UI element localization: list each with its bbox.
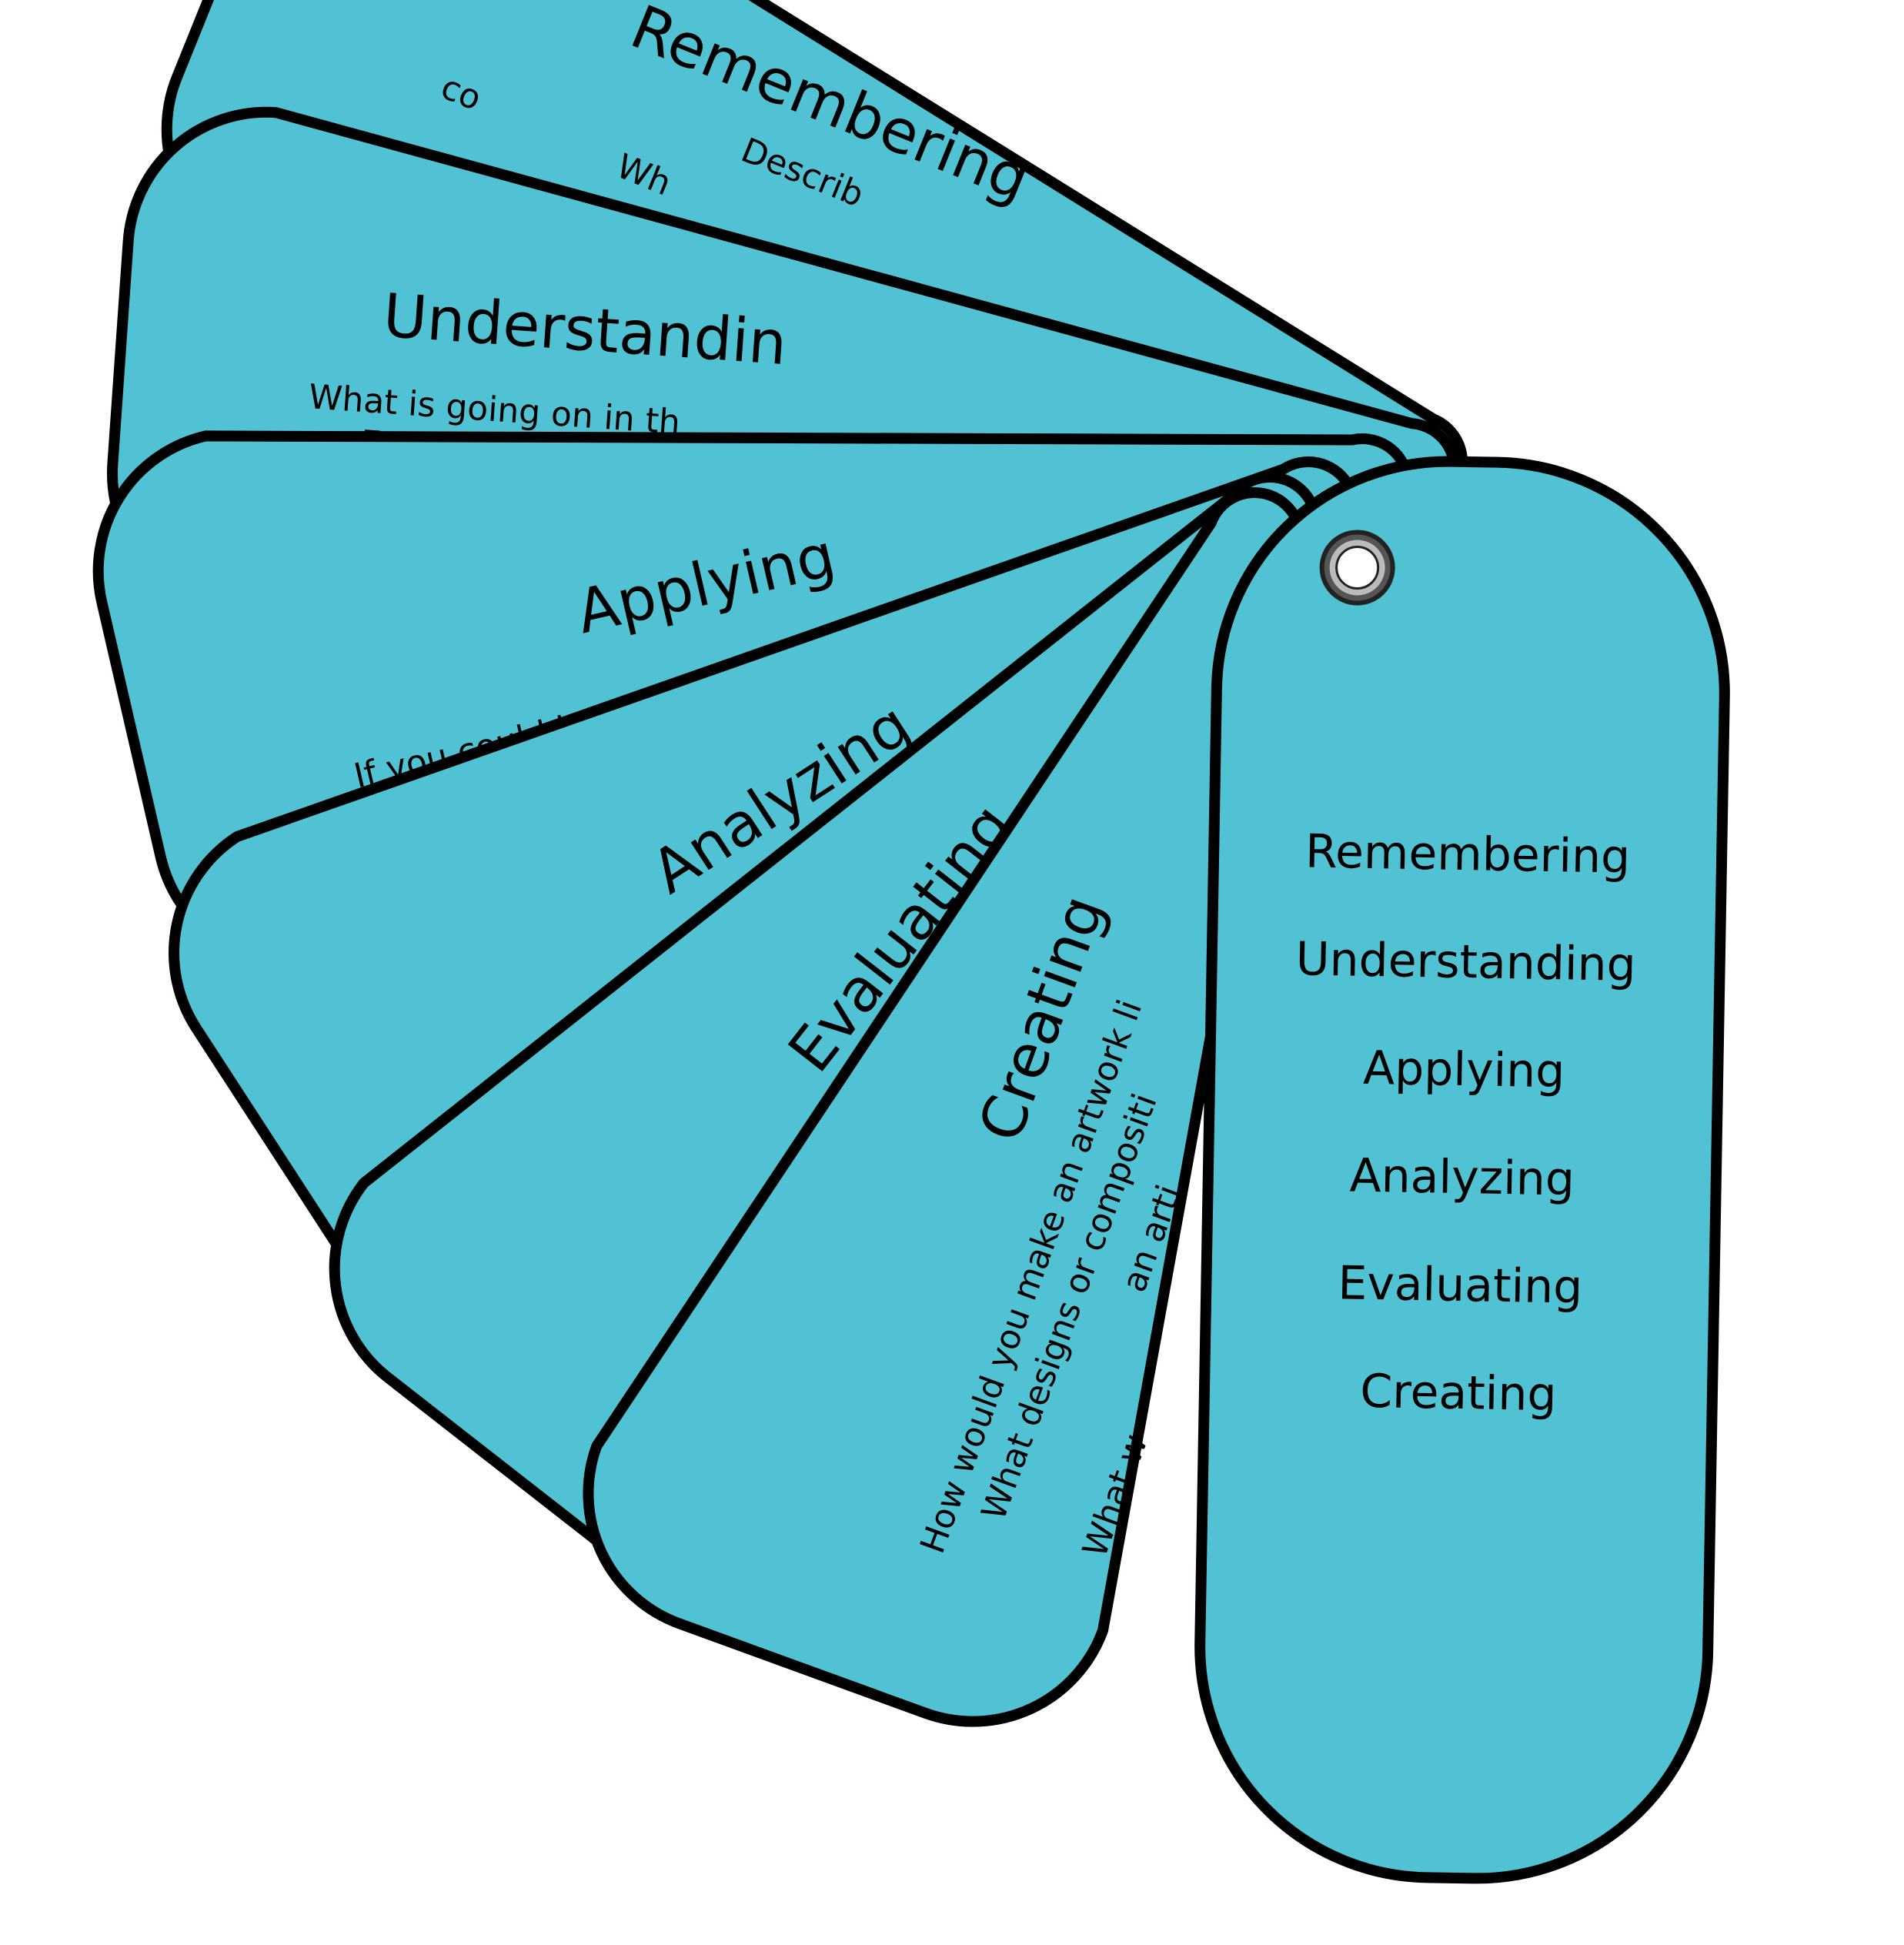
- cover-item-applying: Applying: [1363, 1041, 1565, 1099]
- cover-item-evaluating: Evaluating: [1338, 1256, 1583, 1315]
- cover-item-understanding: Understanding: [1295, 932, 1636, 992]
- grommet-ring-icon: [1319, 530, 1395, 606]
- card-shape: [583, 487, 1306, 1727]
- cover-shape: [1194, 456, 1730, 1884]
- card-creating: Creating How would you make an artwork l…: [583, 487, 1306, 1727]
- cover-item-analyzing: Analyzing: [1349, 1148, 1575, 1206]
- cover-card: Remembering Understanding Applying Analy…: [1194, 456, 1730, 1884]
- cover-item-creating: Creating: [1360, 1365, 1557, 1422]
- cover-item-remembering: Remembering: [1304, 824, 1630, 884]
